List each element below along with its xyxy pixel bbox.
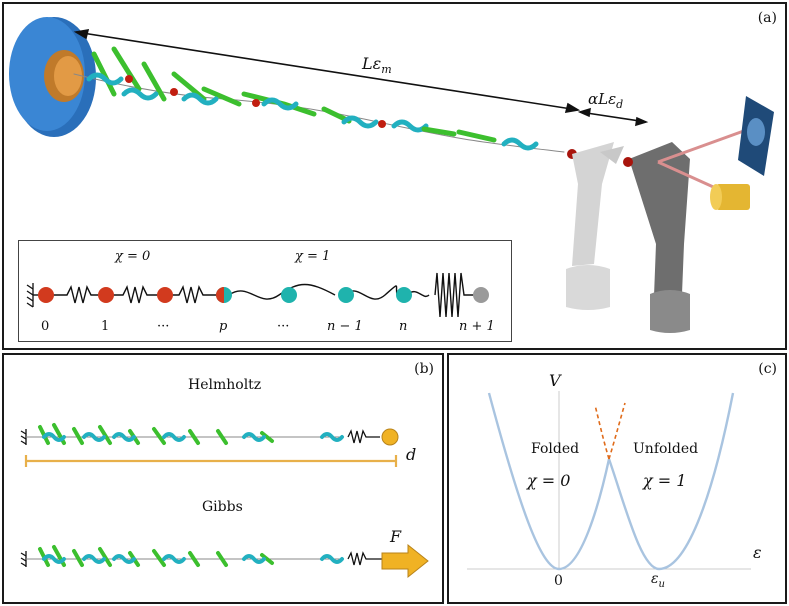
inset-chi1: χ = 1: [295, 249, 331, 264]
unfolded-well: [607, 392, 735, 571]
x-tick-epsilon-u: εu: [651, 571, 665, 590]
inset-chi0: χ = 0: [115, 249, 151, 264]
epsilon-axis-label: ε: [753, 543, 762, 562]
bead-2: [157, 287, 173, 303]
v-axis-label: V: [549, 371, 561, 390]
laser-detector: [657, 96, 774, 210]
d-label: d: [406, 445, 417, 464]
folded-well: [487, 392, 611, 571]
index-dots-1: ···: [157, 319, 170, 334]
folded-chi: χ = 0: [527, 471, 571, 490]
bead-1: [98, 287, 114, 303]
panel-b-illustration: [20, 423, 429, 579]
unfolded-chi: χ = 1: [643, 471, 687, 490]
helmholtz-title: Helmholtz: [188, 377, 262, 393]
index-n: n: [399, 319, 408, 334]
f-label: F: [390, 527, 402, 546]
index-1: 1: [101, 319, 110, 334]
x-tick-0: 0: [554, 573, 563, 589]
panel-a-tag: (a): [757, 10, 777, 26]
label-l-epsilon-m: Lεm: [362, 54, 392, 77]
dashed-extension-1: [608, 402, 626, 460]
bead-spring-inset: χ = 0 χ = 1 0 1 ··· p ··· n − 1 n n + 1: [18, 240, 512, 342]
potential-plot: [467, 391, 751, 571]
dashed-extension-2: [594, 404, 610, 460]
index-p: p: [219, 319, 228, 334]
index-n-minus-1: n − 1: [327, 319, 363, 334]
bead-n: [396, 287, 412, 303]
gibbs-chain: [20, 543, 429, 579]
length-arrows: [73, 29, 649, 127]
bead-3: [281, 287, 297, 303]
panel-c-tag: (c): [758, 361, 777, 377]
unfolded-label: Unfolded: [633, 441, 699, 457]
bead-p: [216, 287, 232, 303]
label-alpha-l-epsilon-d: αLεd: [588, 90, 624, 111]
gibbs-title: Gibbs: [202, 499, 243, 515]
bead-0: [38, 287, 54, 303]
index-n-plus-1: n + 1: [459, 319, 495, 334]
folded-label: Folded: [531, 441, 580, 457]
substrate-disc: [9, 17, 96, 137]
bead-spring-model: [26, 272, 489, 318]
bead-n-1: [338, 287, 354, 303]
panel-b: (b) Helmholtz Gibbs: [2, 353, 444, 604]
bead-n+1: [473, 287, 489, 303]
panel-b-tag: (b): [414, 361, 434, 377]
panel-a-illustration: [9, 17, 774, 333]
protein-chain: [73, 46, 577, 159]
helmholtz-chain: [20, 423, 399, 467]
index-0: 0: [41, 319, 50, 334]
panel-c: (c) V ε Folded Unfolded χ = 0 χ = 1 0 εu: [447, 353, 787, 604]
cantilever: [566, 142, 690, 333]
panel-a: (a): [2, 2, 787, 350]
force-arrow: [381, 543, 429, 579]
index-dots-2: ···: [277, 319, 290, 334]
